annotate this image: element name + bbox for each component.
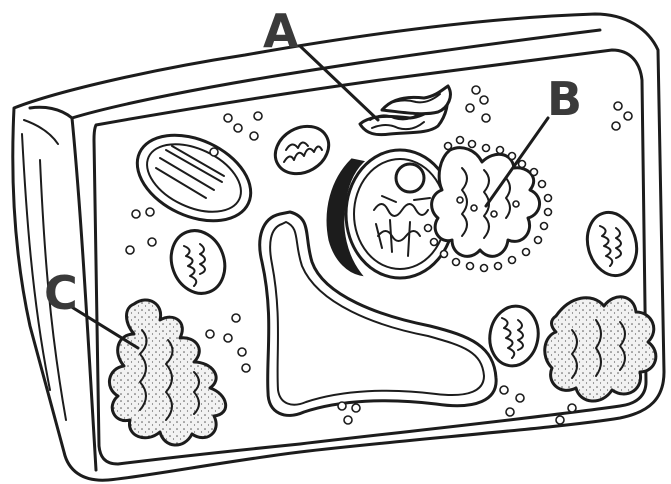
mitochondrion-right — [581, 207, 644, 281]
label-c: C — [44, 270, 78, 316]
mitochondrion-top — [267, 117, 337, 183]
mitochondrion-bottom — [485, 302, 543, 369]
chloroplast-left — [124, 118, 265, 238]
label-b: B — [547, 76, 582, 122]
mitochondrion-left — [163, 223, 234, 301]
golgi-right — [545, 297, 656, 401]
structure-c — [109, 300, 225, 445]
label-a: A — [263, 8, 299, 54]
structure-a — [360, 86, 450, 135]
